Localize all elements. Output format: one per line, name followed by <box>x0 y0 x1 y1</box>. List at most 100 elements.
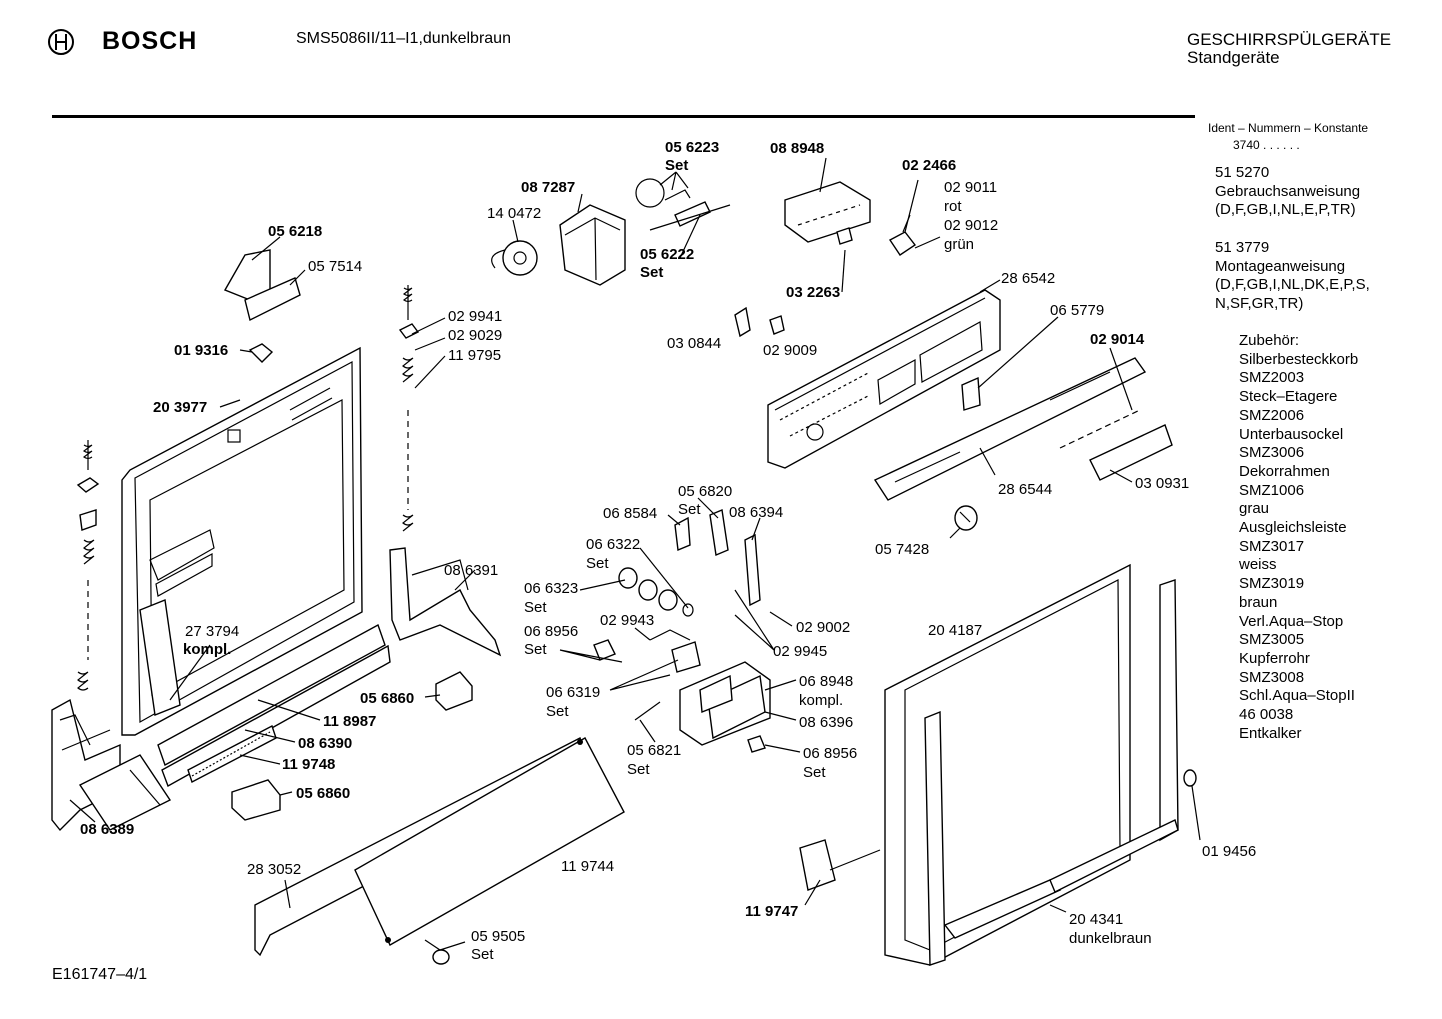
part-label: dunkelbraun <box>1069 930 1152 947</box>
part-label: 11 9795 <box>448 347 501 364</box>
doc-langs: (D,F,GB,I,NL,E,P,TR) <box>1215 201 1356 219</box>
list-item: Steck–Etagere <box>1239 388 1338 406</box>
list-item: SMZ3019 <box>1239 575 1305 593</box>
part-label: Set <box>665 157 688 174</box>
cam-set-05-6223 <box>635 178 691 208</box>
connector-02-2466 <box>888 214 917 256</box>
list-item: grau <box>1239 500 1270 518</box>
part-label: 05 6218 <box>268 223 322 240</box>
part-label: 05 7428 <box>875 541 929 558</box>
accessories-list: Zubehör: Silberbesteckkorb SMZ2003 Steck… <box>1239 332 1358 743</box>
part-label: 05 6223 <box>665 139 719 156</box>
part-label: Set <box>803 764 826 781</box>
switch-set-05-6222 <box>649 201 731 231</box>
part-label: 05 9505 <box>471 928 525 945</box>
switch-03-0844 <box>734 306 751 338</box>
part-label: Set <box>627 761 650 778</box>
part-label: 28 3052 <box>247 861 301 878</box>
part-label: 06 6323 <box>524 580 578 597</box>
part-label: 02 9943 <box>600 612 654 629</box>
part-label: 20 4341 <box>1069 911 1123 928</box>
part-label: 03 0931 <box>1135 475 1189 492</box>
accessories-title: Zubehör: <box>1239 332 1300 349</box>
part-label: 02 9011 <box>944 179 997 196</box>
part-label: 01 9316 <box>174 342 228 359</box>
list-item: Verl.Aqua–Stop <box>1239 612 1344 630</box>
part-label: grün <box>944 236 974 253</box>
part-06-8956 <box>593 639 616 661</box>
list-item: Unterbausockel <box>1239 425 1344 443</box>
part-label: 11 9747 <box>745 903 798 920</box>
part-label: Set <box>546 703 569 720</box>
screw-05-9505 <box>424 939 450 965</box>
part-label: Set <box>524 599 547 616</box>
part-05-6820 <box>709 509 729 556</box>
doc-block-1: 51 5270 Gebrauchsanweisung (D,F,GB,I,NL,… <box>1215 164 1360 220</box>
part-label: 02 9029 <box>448 327 502 344</box>
motor-14-0472 <box>491 240 538 276</box>
part-label: 03 0844 <box>667 335 721 352</box>
part-label: 14 0472 <box>487 205 541 222</box>
part-label: 08 6394 <box>729 504 783 521</box>
cover-06-6319 <box>671 641 701 673</box>
part-label: 05 6860 <box>360 690 414 707</box>
part-06-5779 <box>961 376 981 411</box>
part-label: 08 6390 <box>298 735 352 752</box>
part-label: 20 3977 <box>153 399 207 416</box>
part-08-6394 <box>744 533 761 607</box>
list-item: 46 0038 <box>1239 706 1294 724</box>
list-item: SMZ2006 <box>1239 406 1305 424</box>
valve-06-8956 <box>747 735 766 753</box>
spring-rod-left <box>76 440 100 691</box>
door-bottom-profiles <box>139 599 391 788</box>
part-label: 06 6322 <box>586 536 640 553</box>
part-label: 08 8948 <box>770 140 824 157</box>
list-item: Dekorrahmen <box>1239 462 1330 480</box>
list-item: Kupferrohr <box>1239 649 1310 667</box>
inner-door-panel <box>121 346 363 736</box>
part-06-8584 <box>674 516 691 552</box>
list-item: SMZ3017 <box>1239 537 1305 555</box>
part-label: 05 6860 <box>296 785 350 802</box>
part-label: 05 6820 <box>678 483 732 500</box>
timer-08-7287 <box>559 204 626 286</box>
part-label: 28 6544 <box>998 481 1052 498</box>
part-label: 02 9002 <box>796 619 850 636</box>
spring-05-6821 <box>634 701 661 721</box>
knob-05-7428 <box>954 505 978 531</box>
part-label: 06 8948 <box>799 673 853 690</box>
part-label: 06 6319 <box>546 684 600 701</box>
list-item: Ausgleichsleiste <box>1239 519 1347 537</box>
part-label: 27 3794 <box>185 623 239 640</box>
doc-number: 51 5270 <box>1215 164 1270 181</box>
screw-01-9456 <box>1183 769 1197 787</box>
part-01-9316 <box>248 343 274 363</box>
list-item: Silberbesteckkorb <box>1239 350 1359 368</box>
button-block-03-0931 <box>1059 409 1173 481</box>
list-item: Schl.Aqua–StopII <box>1239 687 1355 705</box>
part-label: 02 9941 <box>448 308 502 325</box>
control-panel-28-6542 <box>767 289 1001 469</box>
doc-number: 51 3779 <box>1215 239 1270 256</box>
part-label: Set <box>586 555 609 572</box>
panel-strip-28-6544 <box>873 357 1147 501</box>
bosch-logo-icon <box>48 29 74 55</box>
doc-title: Montageanweisung <box>1215 257 1346 275</box>
part-label: 05 7514 <box>308 258 362 275</box>
list-item: braun <box>1239 593 1278 611</box>
category-subtitle: Standgeräte <box>1187 48 1280 67</box>
part-label: 05 6821 <box>627 742 681 759</box>
part-label: 03 2263 <box>786 284 840 301</box>
part-label: 06 8956 <box>803 745 857 762</box>
part-labels: 05 6223 Set 08 8948 08 7287 02 2466 02 9… <box>80 139 1256 963</box>
drawing-number: E161747–4/1 <box>52 966 148 983</box>
doc-block-2: 51 3779 Montageanweisung (D,F,GB,I,NL,DK… <box>1215 239 1370 314</box>
part-02-9009 <box>769 315 785 335</box>
outer-door-frame-20-4187 <box>884 563 1179 966</box>
part-label: Set <box>524 641 547 658</box>
bracket-11-9747 <box>799 839 881 891</box>
list-item: SMZ1006 <box>1239 481 1305 499</box>
part-label: 02 9012 <box>944 217 998 234</box>
terminal-block-08-8948 <box>784 181 871 243</box>
part-label: 02 9009 <box>763 342 817 359</box>
